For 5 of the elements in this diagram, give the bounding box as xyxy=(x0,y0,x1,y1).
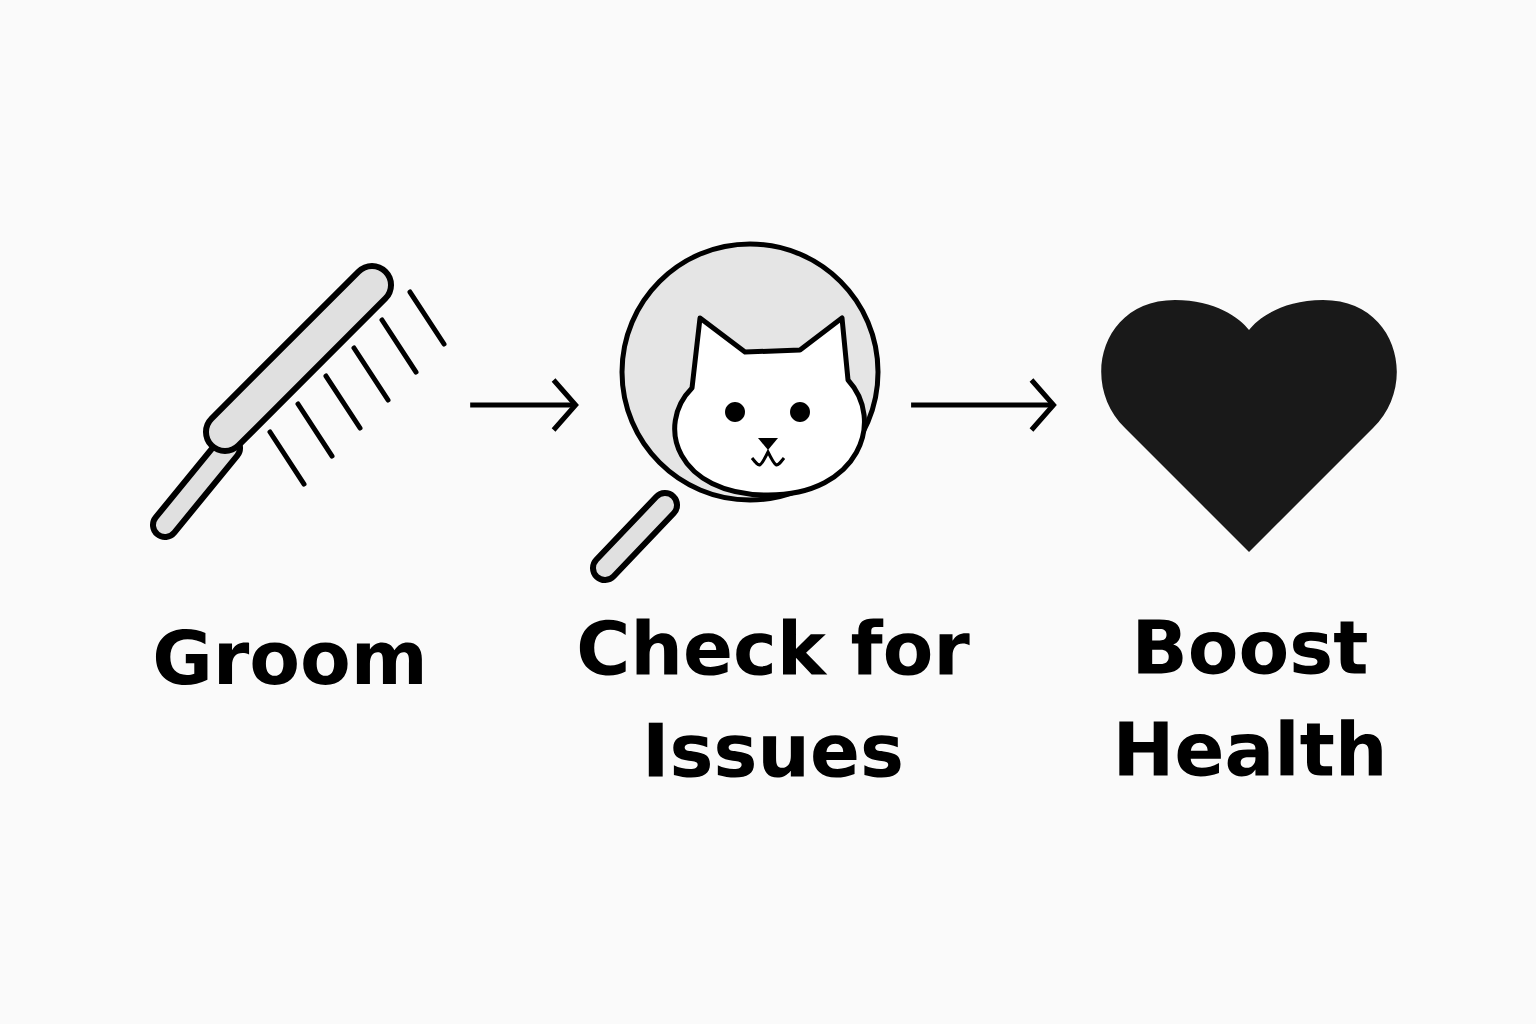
step-label: Boost Health xyxy=(1119,619,1382,777)
arrow xyxy=(911,378,1057,432)
step-label: Groom xyxy=(155,629,422,685)
arrow xyxy=(470,378,579,432)
step-label: Check for Issues xyxy=(579,618,970,778)
